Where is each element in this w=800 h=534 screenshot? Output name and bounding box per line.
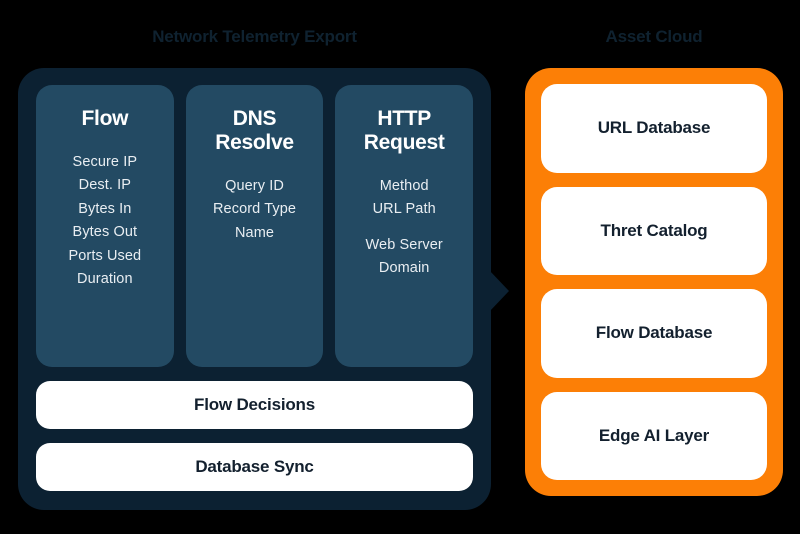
column-heading-http-request: HTTP Request xyxy=(343,107,465,155)
column-heading-line2: Request xyxy=(363,130,445,154)
arrow-right-icon xyxy=(489,270,509,312)
list-item: Ports Used xyxy=(68,247,142,264)
column-items-http-request: Method URL Path Web Server Domain xyxy=(343,175,465,281)
column-items-flow: Secure IP Dest. IP Bytes In Bytes Out Po… xyxy=(44,151,166,292)
list-item: Name xyxy=(234,224,275,241)
column-card-flow[interactable]: Flow Secure IP Dest. IP Bytes In Bytes O… xyxy=(36,85,174,367)
list-item: Web Server xyxy=(365,236,443,253)
column-heading-line1: DNS xyxy=(232,107,277,130)
column-card-dns-resolve[interactable]: DNS Resolve Query ID Record Type Name xyxy=(185,85,324,367)
list-item: Record Type xyxy=(212,201,297,218)
list-item: Bytes Out xyxy=(72,224,138,241)
column-heading-flow: Flow xyxy=(44,107,166,131)
asset-card-thret-catalog[interactable]: Thret Catalog xyxy=(541,186,767,275)
right-section-title: Asset Cloud xyxy=(605,27,703,46)
asset-card-edge-ai-layer[interactable]: Edge AI Layer xyxy=(541,391,767,480)
list-item: Dest. IP xyxy=(78,177,132,194)
asset-cloud-panel: URL Database Thret Catalog Flow Database… xyxy=(525,68,783,496)
column-heading-line2: Resolve xyxy=(215,130,294,154)
list-item: Domain xyxy=(378,260,430,277)
bar-database-sync[interactable]: Database Sync xyxy=(36,443,473,491)
column-items-dns-resolve: Query ID Record Type Name xyxy=(194,175,316,245)
asset-card-flow-database[interactable]: Flow Database xyxy=(541,289,767,378)
list-item: Query ID xyxy=(225,177,284,194)
column-heading-line1: Flow xyxy=(81,107,129,130)
column-heading-dns-resolve: DNS Resolve xyxy=(194,107,316,155)
bar-flow-decisions[interactable]: Flow Decisions xyxy=(36,381,473,429)
list-item: URL Path xyxy=(372,201,436,218)
column-card-http-request[interactable]: HTTP Request Method URL Path Web Server … xyxy=(335,85,474,367)
list-item: Secure IP xyxy=(72,153,138,170)
telemetry-columns: Flow Secure IP Dest. IP Bytes In Bytes O… xyxy=(36,85,474,367)
column-heading-line1: HTTP xyxy=(377,107,431,130)
list-item: Bytes In xyxy=(78,200,132,217)
list-item: Duration xyxy=(77,271,133,288)
network-telemetry-export-panel: Flow Secure IP Dest. IP Bytes In Bytes O… xyxy=(18,68,491,510)
list-item: Method xyxy=(379,177,429,194)
asset-card-url-database[interactable]: URL Database xyxy=(541,84,767,173)
left-section-title: Network Telemetry Export xyxy=(152,27,357,46)
